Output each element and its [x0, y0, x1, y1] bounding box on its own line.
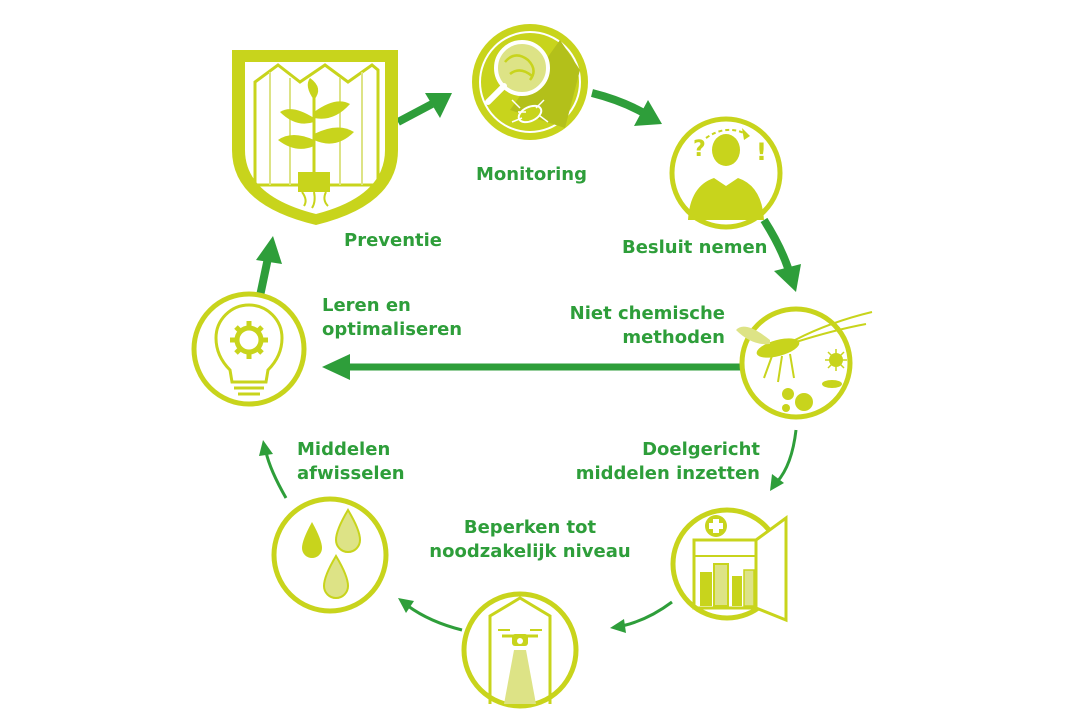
label-line: Niet chemische	[569, 303, 725, 324]
step-niet-chemisch-icon	[736, 306, 873, 420]
label-leren-en-optimaliseren: Leren en optimaliseren	[322, 294, 462, 342]
drone-greenhouse-icon	[461, 591, 579, 709]
arrow-monitoring-to-besluit	[591, 89, 662, 126]
label-preventie: Preventie	[344, 230, 443, 251]
step-doelgericht-icon	[670, 507, 788, 623]
label-line: Middelen	[297, 439, 391, 460]
droplets-icon	[271, 496, 389, 614]
label-line: Doelgericht	[642, 439, 760, 460]
magnifier-insect-icon	[472, 24, 588, 140]
label-line: Leren en	[322, 295, 411, 316]
step-besluit-icon: ? !	[669, 116, 783, 230]
label-beperken-tot-noodzakelijk-niveau: Beperken tot noodzakelijk niveau	[420, 516, 640, 564]
arrow-beperken-to-afwisselen	[398, 598, 463, 632]
step-preventie-icon	[232, 50, 398, 225]
arrow-preventie-to-monitoring	[396, 93, 452, 126]
label-line: afwisselen	[297, 463, 405, 484]
step-beperken-icon	[461, 591, 579, 709]
label-niet-chemische-methoden: Niet chemische methoden	[560, 302, 725, 350]
arrow-doelgericht-to-beperken	[610, 600, 673, 633]
arrow-afwisselen-to-leren	[259, 440, 288, 499]
label-line: Beperken tot	[463, 517, 597, 538]
step-afwisselen-icon	[271, 496, 389, 614]
label-besluit-nemen: Besluit nemen	[622, 237, 768, 258]
svg-text:?: ?	[693, 137, 706, 162]
label-doelgericht-middelen-inzetten: Doelgericht middelen inzetten	[560, 438, 760, 486]
step-monitoring-icon	[472, 24, 588, 140]
cycle-arrows	[256, 89, 801, 633]
insects-biological-control-icon	[736, 306, 873, 420]
lightbulb-gear-icon	[191, 291, 307, 407]
label-middelen-afwisselen: Middelen afwisselen	[297, 438, 405, 486]
arrow-leren-to-preventie	[256, 236, 282, 297]
label-line: middelen inzetten	[575, 463, 760, 484]
arrow-niet-chemisch-to-doelgericht	[770, 429, 798, 491]
label-line: optimaliseren	[322, 319, 463, 340]
step-leren-icon	[191, 291, 307, 407]
greenhouse-plant-shield-icon	[232, 50, 398, 225]
label-line: methoden	[622, 327, 725, 348]
arrow-besluit-to-niet-chemisch	[760, 217, 801, 292]
cabinet-medicine-icon	[670, 507, 788, 623]
label-line: noodzakelijk niveau	[429, 541, 631, 562]
person-decision-icon: ? !	[669, 116, 783, 230]
svg-text:!: !	[756, 138, 767, 166]
label-monitoring: Monitoring	[476, 164, 587, 185]
arrow-niet-chemisch-to-leren	[322, 354, 740, 380]
